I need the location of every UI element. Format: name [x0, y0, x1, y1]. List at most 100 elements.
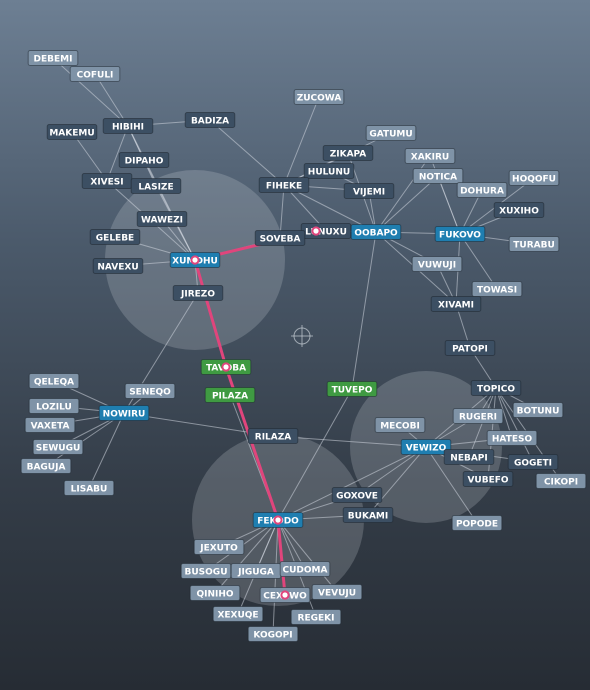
node-jexuto[interactable]: JEXUTO: [193, 539, 245, 555]
node-label: JEXUTO: [199, 543, 238, 553]
node-nowiru[interactable]: NOWIRU: [98, 405, 150, 421]
node-box: [462, 471, 514, 487]
node-gogeti[interactable]: GOGETI: [507, 454, 559, 470]
node-regeki[interactable]: REGEKI: [290, 609, 342, 625]
node-label: RILAZA: [255, 432, 292, 442]
node-hibihi[interactable]: HIBIHI: [102, 118, 154, 134]
node-seneqo[interactable]: SENEQO: [124, 383, 176, 399]
node-qiniho[interactable]: QINIHO: [189, 585, 241, 601]
node-vaxeta[interactable]: VAXETA: [24, 417, 76, 433]
node-label: FUKOVO: [439, 230, 481, 240]
node-qeleqa[interactable]: QELEQA: [28, 373, 80, 389]
node-box: [303, 163, 355, 179]
node-busogu[interactable]: BUSOGU: [180, 563, 232, 579]
node-box: [258, 177, 310, 193]
node-box: [28, 373, 80, 389]
node-lozilu[interactable]: LOZILU: [28, 398, 80, 414]
path-marker: [273, 515, 283, 525]
node-xuxiho[interactable]: XUXIHO: [493, 202, 545, 218]
node-botunu[interactable]: BOTUNU: [512, 402, 564, 418]
node-xivesi[interactable]: XIVESI: [81, 173, 133, 189]
node-tuvepo[interactable]: TUVEPO: [326, 381, 378, 397]
node-xivami[interactable]: XIVAMI: [430, 296, 482, 312]
node-turabu[interactable]: TURABU: [508, 236, 560, 252]
node-label: GATUMU: [369, 129, 412, 139]
node-nebapi[interactable]: NEBAPI: [443, 449, 495, 465]
node-box: [507, 454, 559, 470]
node-badiza[interactable]: BADIZA: [184, 112, 236, 128]
path-marker: [311, 226, 321, 236]
node-fukovo[interactable]: FUKOVO: [434, 226, 486, 242]
node-box: [290, 609, 342, 625]
node-topico[interactable]: TOPICO: [470, 380, 522, 396]
node-rugeri[interactable]: RUGERI: [452, 408, 504, 424]
node-box: [456, 182, 508, 198]
node-navexu[interactable]: NAVEXU: [92, 258, 144, 274]
node-hateso[interactable]: HATESO: [486, 430, 538, 446]
node-soveba[interactable]: SOVEBA: [254, 230, 306, 246]
node-label: VUBEFO: [467, 475, 508, 485]
node-makemu[interactable]: MAKEMU: [46, 124, 98, 140]
node-cudoma[interactable]: CUDOMA: [279, 561, 331, 577]
path-marker: [221, 362, 231, 372]
node-mecobi[interactable]: MECOBI: [374, 417, 426, 433]
node-vubefo[interactable]: VUBEFO: [462, 471, 514, 487]
node-debemi[interactable]: DEBEMI: [27, 50, 79, 66]
node-zucowa[interactable]: ZUCOWA: [293, 89, 345, 105]
node-label: VAXETA: [31, 421, 70, 431]
node-cikopi[interactable]: CIKOPI: [535, 473, 587, 489]
node-lasize[interactable]: LASIZE: [130, 178, 182, 194]
node-rilaza[interactable]: RILAZA: [247, 428, 299, 444]
node-zikapa[interactable]: ZIKAPA: [322, 145, 374, 161]
node-kogopi[interactable]: KOGOPI: [247, 626, 299, 642]
node-vuwuji[interactable]: VUWUJI: [411, 256, 463, 272]
node-vijemi[interactable]: VIJEMI: [343, 183, 395, 199]
node-wawezi[interactable]: WAWEZI: [136, 211, 188, 227]
node-hoqofu[interactable]: HOQOFU: [508, 170, 560, 186]
node-cofuli[interactable]: COFULI: [69, 66, 121, 82]
node-patopi[interactable]: PATOPI: [444, 340, 496, 356]
node-box: [412, 168, 464, 184]
node-jirezo[interactable]: JIREZO: [172, 285, 224, 301]
node-label: PATOPI: [452, 344, 488, 354]
node-label: POPODE: [456, 519, 498, 529]
node-towasi[interactable]: TOWASI: [471, 281, 523, 297]
node-notica[interactable]: NOTICA: [412, 168, 464, 184]
node-xakiru[interactable]: XAKIRU: [404, 148, 456, 164]
edge: [459, 233, 498, 290]
node-box: [28, 398, 80, 414]
node-dohura[interactable]: DOHURA: [456, 182, 508, 198]
node-box: [254, 230, 306, 246]
edge: [279, 184, 285, 239]
node-oobapo[interactable]: OOBAPO: [350, 224, 402, 240]
node-bukami[interactable]: BUKAMI: [342, 507, 394, 523]
node-lisabu[interactable]: LISABU: [63, 480, 115, 496]
node-pilaza[interactable]: PILAZA: [204, 387, 256, 403]
edge: [277, 519, 306, 570]
node-baguja[interactable]: BAGUJA: [20, 458, 72, 474]
node-hulunu[interactable]: HULUNU: [303, 163, 355, 179]
node-dipaho[interactable]: DIPAHO: [118, 152, 170, 168]
node-vevuju[interactable]: VEVUJU: [311, 584, 363, 600]
node-jiguga[interactable]: JIGUGA: [230, 563, 282, 579]
node-sewugu[interactable]: SEWUGU: [32, 439, 84, 455]
node-vewizo[interactable]: VEWIZO: [400, 439, 452, 455]
crosshair-icon[interactable]: [291, 325, 313, 347]
node-label: VUWUJI: [418, 260, 456, 270]
node-label: WAWEZI: [141, 215, 183, 225]
node-label: XAKIRU: [411, 152, 449, 162]
node-goxove[interactable]: GOXOVE: [331, 487, 383, 503]
node-fiheke[interactable]: FIHEKE: [258, 177, 310, 193]
node-label: HULUNU: [308, 167, 350, 177]
node-label: MAKEMU: [49, 128, 94, 138]
node-box: [98, 405, 150, 421]
edge: [277, 519, 338, 593]
node-gelebe[interactable]: GELEBE: [89, 229, 141, 245]
node-gatumu[interactable]: GATUMU: [365, 125, 417, 141]
node-popode[interactable]: POPODE: [451, 515, 503, 531]
node-xexuqe[interactable]: XEXUQE: [212, 606, 264, 622]
edge: [209, 119, 285, 186]
node-lunuxu[interactable]: LUNUXU: [300, 223, 352, 239]
